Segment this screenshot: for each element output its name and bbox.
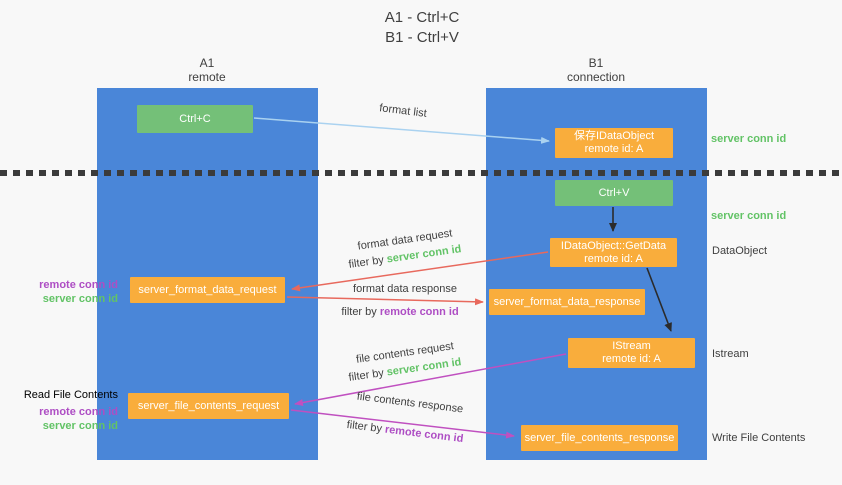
title-line-1: A1 - Ctrl+C bbox=[384, 9, 460, 26]
filter-by-remote-conn-id-annotation-2: filter by remote conn id bbox=[335, 418, 475, 447]
copy-paste-separator bbox=[0, 170, 842, 176]
ctrl-c-label: Ctrl+C bbox=[179, 112, 211, 125]
read-file-contents-text: Read File Contents bbox=[23, 389, 118, 401]
filter-by-text: filter by bbox=[347, 366, 388, 384]
getdata-line1: IDataObject::GetData bbox=[560, 239, 667, 252]
lane-b1-subtitle: connection bbox=[566, 70, 626, 84]
istream-side-label: Istream bbox=[712, 348, 749, 360]
remote-conn-id-text: remote conn id bbox=[384, 423, 464, 446]
format-data-response-annotation: format data response bbox=[353, 283, 457, 295]
istream-line1: IStream bbox=[612, 340, 651, 352]
write-file-contents-label: Write File Contents bbox=[712, 432, 806, 444]
istream-node: IStream remote id: A bbox=[568, 338, 695, 368]
lane-header-a1: A1 remote bbox=[157, 56, 257, 84]
file-contents-response-annotation: file contents response bbox=[356, 390, 464, 416]
getdata-line2: remote id: A bbox=[584, 252, 643, 265]
filter-by-text: filter by bbox=[346, 418, 386, 436]
server-conn-id-label: server conn id bbox=[42, 293, 118, 305]
ctrl-c-node: Ctrl+C bbox=[137, 105, 253, 133]
remote-conn-id-text: remote conn id bbox=[379, 306, 459, 318]
read-file-contents-label: Read File Contents bbox=[0, 388, 118, 402]
format-list-annotation: format list bbox=[378, 102, 428, 120]
server-format-data-request-label: server_format_data_request bbox=[138, 283, 277, 296]
save-idataobject-line2: remote id: A bbox=[584, 143, 644, 155]
server-format-data-request-node: server_format_data_request bbox=[130, 277, 285, 303]
idataobject-getdata-node: IDataObject::GetData remote id: A bbox=[550, 238, 677, 267]
server-conn-id-label: server conn id bbox=[42, 420, 118, 432]
server-format-data-response-label: server_format_data_response bbox=[493, 295, 641, 308]
save-idataobject-node: 保存IDataObject remote id: A bbox=[555, 128, 673, 158]
title-line-2: B1 - Ctrl+V bbox=[385, 29, 459, 46]
conn-id-stack-file: remote conn id server conn id bbox=[0, 405, 118, 433]
filter-by-remote-conn-id-annotation: filter by remote conn id bbox=[330, 306, 470, 318]
filter-by-text: filter by bbox=[347, 253, 388, 271]
server-file-contents-request-label: server_file_contents_request bbox=[137, 399, 280, 412]
ctrl-v-label: Ctrl+V bbox=[598, 186, 630, 199]
lane-a1-name: A1 bbox=[199, 56, 215, 70]
remote-conn-id-label: remote conn id bbox=[39, 279, 118, 291]
server-conn-id-label-mid: server conn id bbox=[711, 210, 787, 222]
lane-a1-subtitle: remote bbox=[188, 70, 226, 84]
server-conn-id-label-top: server conn id bbox=[711, 133, 787, 145]
lane-b1-name: B1 bbox=[588, 56, 604, 70]
server-file-contents-response-label: server_file_contents_response bbox=[524, 431, 675, 444]
conn-id-stack-format: remote conn id server conn id bbox=[0, 278, 118, 306]
istream-line2: remote id: A bbox=[602, 353, 661, 365]
server-file-contents-request-node: server_file_contents_request bbox=[128, 393, 289, 419]
remote-conn-id-label: remote conn id bbox=[39, 406, 118, 418]
diagram-title: A1 - Ctrl+C B1 - Ctrl+V bbox=[312, 8, 532, 48]
filter-by-text: filter by bbox=[341, 306, 380, 318]
ctrl-v-node: Ctrl+V bbox=[555, 180, 673, 206]
lane-header-b1: B1 connection bbox=[546, 56, 646, 84]
server-format-data-response-node: server_format_data_response bbox=[489, 289, 645, 315]
save-idataobject-line1: 保存IDataObject bbox=[573, 130, 655, 142]
dataobject-label: DataObject bbox=[712, 245, 768, 257]
server-file-contents-response-node: server_file_contents_response bbox=[521, 425, 678, 451]
